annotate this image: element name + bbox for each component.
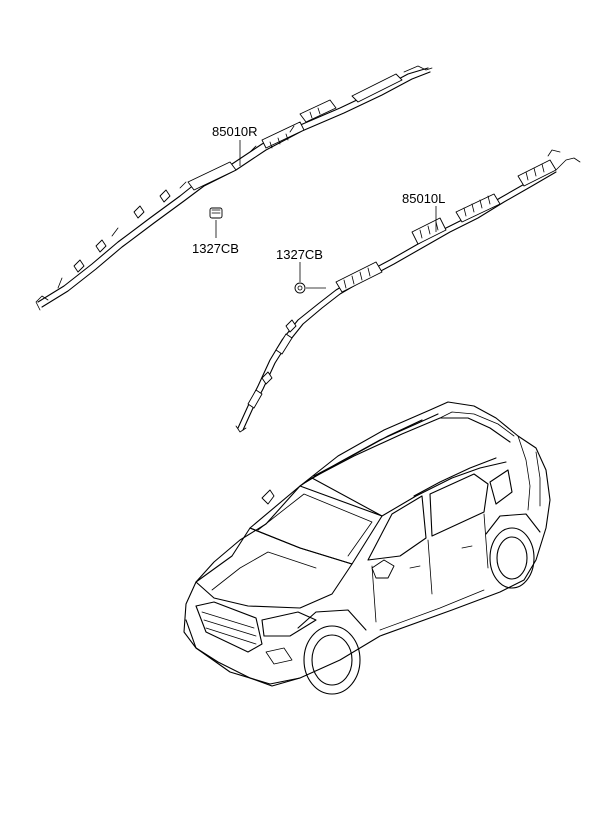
clip-right-part[interactable] bbox=[209, 207, 223, 219]
curtain-airbag-right[interactable] bbox=[35, 65, 433, 311]
label-1327cb-left: 1327CB bbox=[276, 247, 323, 262]
label-1327cb-right: 1327CB bbox=[192, 241, 239, 256]
label-85010r: 85010R bbox=[212, 124, 258, 139]
curtain-airbag-left[interactable] bbox=[235, 149, 581, 433]
label-85010l: 85010L bbox=[402, 191, 445, 206]
clip-left-part[interactable] bbox=[294, 282, 306, 294]
vehicle-illustration bbox=[183, 401, 551, 695]
